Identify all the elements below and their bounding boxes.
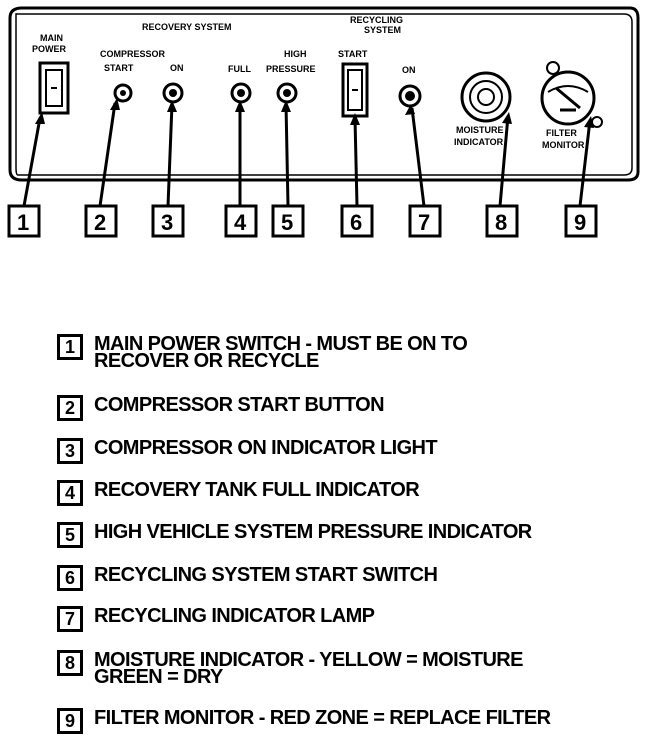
callout-2: 2 [84, 204, 118, 238]
compressor-label: COMPRESSOR [100, 49, 166, 59]
pressure-label: PRESSURE [266, 64, 316, 74]
compressor-on-light [162, 82, 184, 104]
svg-text:9: 9 [574, 210, 586, 235]
full-label: FULL [228, 64, 251, 74]
legend-text-2: COMPRESSOR START BUTTON [94, 394, 385, 416]
legend-text-7: RECYCLING INDICATOR LAMP [94, 605, 375, 627]
legend-number-6: 6 [57, 565, 83, 591]
svg-text:2: 2 [94, 210, 106, 235]
svg-text:1: 1 [17, 210, 29, 235]
legend-text-6: RECYCLING SYSTEM START SWITCH [94, 564, 438, 586]
legend-number-7: 7 [57, 606, 83, 632]
legend-number-3: 3 [57, 438, 83, 464]
legend-number-8: 8 [57, 650, 83, 676]
recycling-label: RECYCLING [350, 15, 403, 25]
legend-item-2: 2 COMPRESSOR START BUTTON [57, 394, 385, 421]
svg-text:6: 6 [350, 210, 362, 235]
high-label: HIGH [284, 49, 307, 59]
legend-item-5: 5 HIGH VEHICLE SYSTEM PRESSURE INDICATOR [57, 522, 532, 548]
filter-label: FILTER [546, 128, 577, 138]
legend-text-3: COMPRESSOR ON INDICATOR LIGHT [94, 437, 438, 459]
legend-text-9: FILTER MONITOR - RED ZONE = REPLACE FILT… [94, 707, 551, 729]
filter-monitor-label: MONITOR [542, 140, 585, 150]
callout-6: 6 [340, 204, 374, 238]
control-panel [8, 6, 640, 182]
callout-3: 3 [151, 204, 185, 238]
main-power-switch[interactable] [38, 61, 70, 115]
leader-arrowheads [35, 98, 594, 128]
compressor-start-label: START [104, 63, 134, 73]
legend-number-5: 5 [57, 522, 83, 548]
legend-item-3: 3 COMPRESSOR ON INDICATOR LIGHT [57, 437, 438, 464]
legend-number-9: 9 [57, 708, 83, 734]
leader-lines [22, 102, 592, 207]
main-power-label-line2: POWER [32, 44, 67, 54]
callout-4: 4 [224, 204, 258, 238]
callout-boxes: 1 2 3 4 5 6 7 8 9 [7, 204, 598, 238]
callout-7: 7 [408, 204, 442, 238]
legend-item-4: 4 RECOVERY TANK FULL INDICATOR [57, 479, 420, 506]
legend-number-4: 4 [57, 480, 83, 506]
recovery-system-label: RECOVERY SYSTEM [142, 22, 232, 32]
moisture-indicator [460, 71, 512, 123]
moisture-indicator-label: INDICATOR [454, 137, 504, 147]
legend-text-5: HIGH VEHICLE SYSTEM PRESSURE INDICATOR [94, 521, 532, 543]
svg-text:3: 3 [161, 210, 173, 235]
compressor-on-label: ON [170, 63, 184, 73]
callout-8: 8 [485, 204, 519, 238]
legend-number-2: 2 [57, 395, 83, 421]
recycling-on-label: ON [402, 65, 416, 75]
legend-item-8: 8 MOISTURE INDICATOR - YELLOW = MOISTURE… [57, 649, 523, 688]
legend-number-1: 1 [57, 334, 83, 360]
legend-item-9: 9 FILTER MONITOR - RED ZONE = REPLACE FI… [57, 707, 551, 734]
legend-text-4: RECOVERY TANK FULL INDICATOR [94, 479, 420, 501]
recycling-lamp [398, 84, 422, 108]
legend-item-6: 6 RECYCLING SYSTEM START SWITCH [57, 564, 438, 591]
tank-full-indicator [230, 82, 252, 104]
recycling-start-switch[interactable] [341, 62, 369, 118]
legend-item-7: 7 RECYCLING INDICATOR LAMP [57, 605, 375, 632]
moisture-label: MOISTURE [456, 125, 504, 135]
recycling-start-label: START [338, 49, 368, 59]
svg-text:5: 5 [281, 210, 293, 235]
compressor-start-button[interactable] [113, 83, 133, 103]
callout-1: 1 [7, 204, 41, 238]
recycling-system-label: SYSTEM [364, 25, 401, 35]
callout-9: 9 [564, 204, 598, 238]
high-pressure-indicator [276, 82, 298, 104]
svg-text:4: 4 [234, 210, 247, 235]
svg-text:8: 8 [495, 210, 507, 235]
filter-monitor-gauge [540, 61, 603, 128]
callout-5: 5 [271, 204, 305, 238]
svg-text:7: 7 [418, 210, 430, 235]
main-power-label-line1: MAIN [40, 33, 63, 43]
